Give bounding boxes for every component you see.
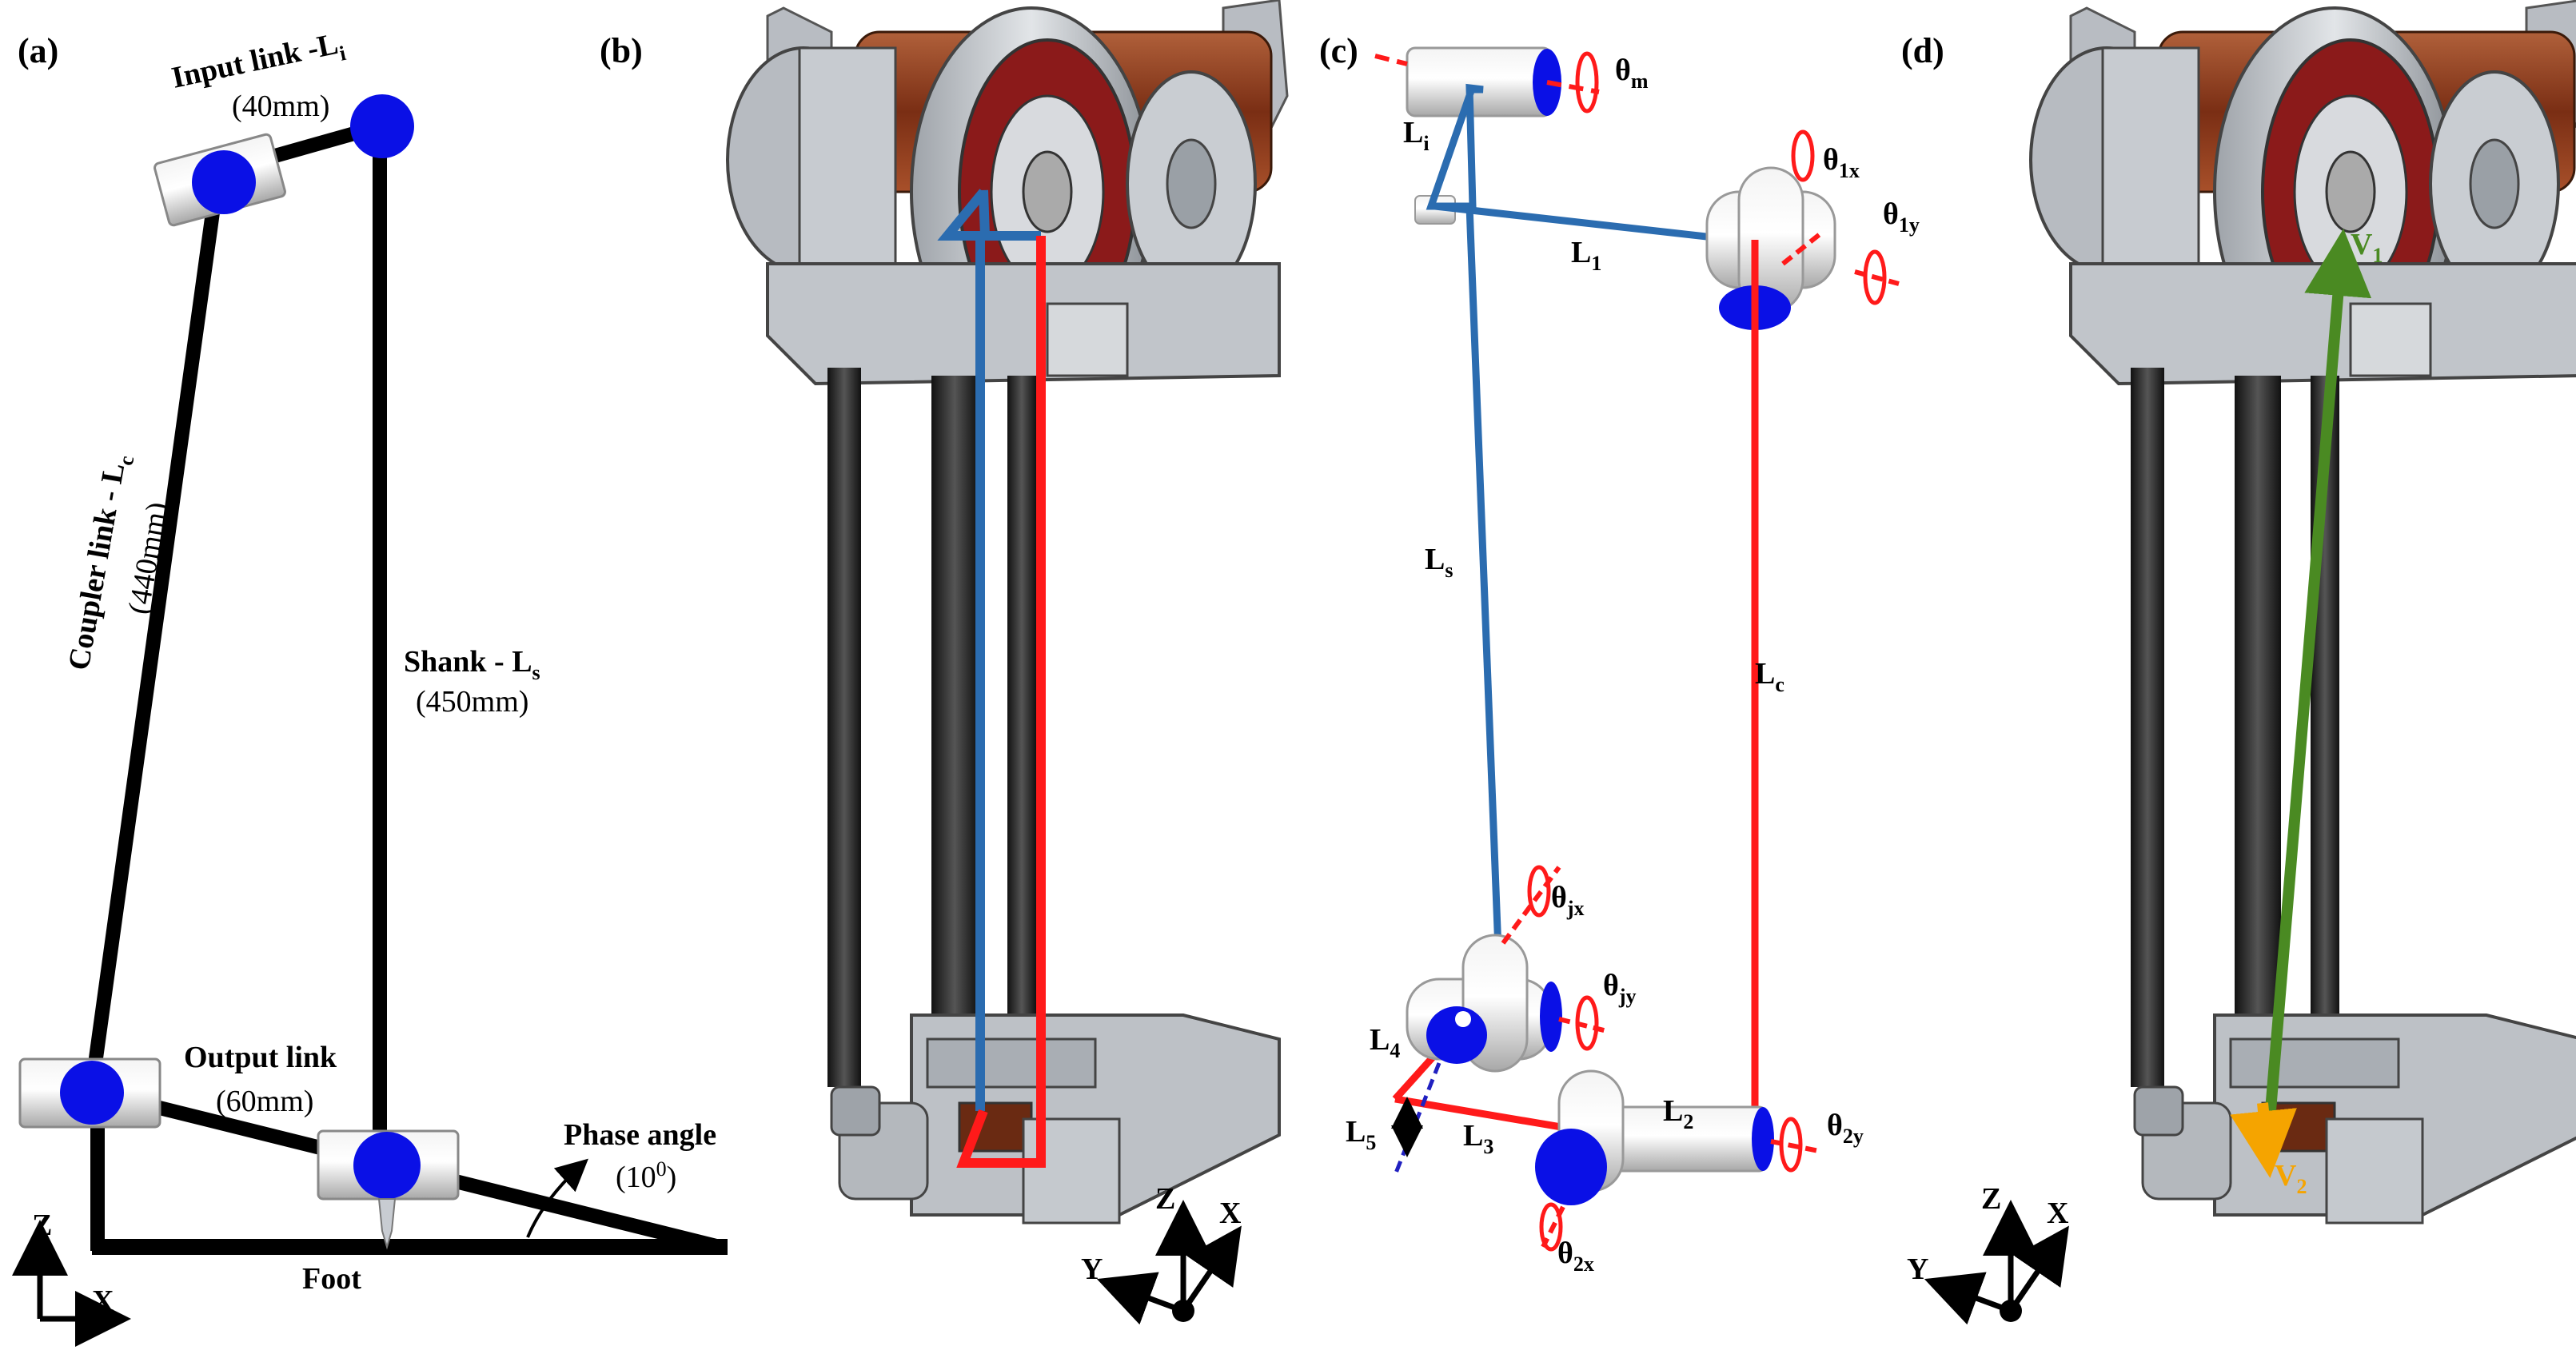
red-coupler-path — [956, 236, 1046, 1168]
coupler-link — [85, 170, 225, 1089]
phase-angle-value: (100) — [616, 1157, 676, 1194]
vector-V2-arrow — [2230, 1102, 2297, 1178]
panel-b: (b) Z X Y — [600, 0, 1289, 1325]
theta-jx-label: θjx — [1551, 881, 1585, 920]
L2-label: L2 — [1663, 1094, 1693, 1133]
panel-a: (a) Input link -Li (40mm) Coupler li — [12, 27, 728, 1347]
shank-label: Shank - Ls — [404, 645, 540, 684]
axis-z-label-b: Z — [1155, 1182, 1175, 1216]
output-link-length: (60mm) — [216, 1085, 313, 1118]
axis-x-label: X — [92, 1284, 114, 1318]
theta-jy-label: θjy — [1603, 969, 1637, 1008]
Ls-line — [1465, 205, 1503, 972]
mechanism-render-d — [2029, 0, 2576, 1225]
axis-y-label-d: Y — [1907, 1252, 1928, 1286]
input-link-length: (40mm) — [232, 90, 329, 123]
panel-d-label: (d) — [1901, 31, 1944, 70]
axis-x-label-d: X — [2047, 1197, 2068, 1230]
joint-icon — [353, 1132, 421, 1199]
shank-length: (450mm) — [416, 685, 528, 719]
Ls-label: Ls — [1425, 543, 1453, 582]
panel-d: (d) V1 V2 Z X Y — [1901, 0, 2576, 1325]
L1-label: L1 — [1571, 236, 1601, 275]
phase-angle-label: Phase angle — [564, 1118, 716, 1152]
joint-icon — [60, 1061, 124, 1125]
theta-m-label: θm — [1615, 54, 1649, 93]
vector-V1-arrow — [2261, 229, 2372, 1160]
universal-joint-top — [1705, 166, 1836, 330]
rotation-arrow-icon — [1575, 51, 1599, 113]
panel-a-label: (a) — [18, 31, 58, 70]
theta-1y-label: θ1y — [1883, 197, 1920, 237]
axes-d: Z X Y — [1907, 1182, 2069, 1325]
L5-label: L5 — [1346, 1115, 1376, 1154]
svg-text:Coupler link - Lc: Coupler link - Lc — [62, 452, 139, 674]
mechanism-render — [726, 0, 1289, 1225]
coupler-link-label: Coupler link - Lc — [62, 452, 139, 674]
Li-label: Li — [1403, 116, 1430, 155]
panel-c-label: (c) — [1319, 31, 1358, 70]
L4-label: L4 — [1370, 1023, 1400, 1062]
panel-c: (c) — [1319, 31, 1920, 1276]
theta-2y-label: θ2y — [1827, 1109, 1864, 1148]
motor-cylinder — [1406, 46, 1561, 117]
input-joint-cylinder — [154, 133, 286, 227]
joint-icon — [192, 150, 256, 214]
foot-label: Foot — [302, 1262, 361, 1296]
phase-angle-arrow — [526, 1158, 588, 1238]
axis-z-label: Z — [32, 1209, 52, 1242]
panel-b-label: (b) — [600, 31, 643, 70]
universal-joint-bottom — [1406, 934, 1562, 1073]
axis-z-label-d: Z — [1981, 1182, 2001, 1216]
elbow-joint-bottom — [1535, 1069, 1774, 1205]
shank-bottom-joint-cylinder — [317, 1129, 460, 1250]
V1-label: V1 — [2351, 228, 2383, 267]
output-link-label: Output link — [184, 1041, 337, 1074]
output-joint-cylinder — [18, 1057, 161, 1129]
V2-label: V2 — [2275, 1159, 2307, 1198]
L3-label: L3 — [1463, 1119, 1493, 1158]
axes-b: Z X Y — [1081, 1182, 1242, 1325]
Lc-label: Lc — [1755, 657, 1784, 696]
axis-y-label-b: Y — [1081, 1252, 1103, 1286]
shank-top-joint — [350, 94, 414, 158]
theta-1x-label: θ1x — [1823, 143, 1860, 182]
axis-x-label-b: X — [1219, 1197, 1241, 1230]
theta-2x-label: θ2x — [1557, 1237, 1594, 1276]
